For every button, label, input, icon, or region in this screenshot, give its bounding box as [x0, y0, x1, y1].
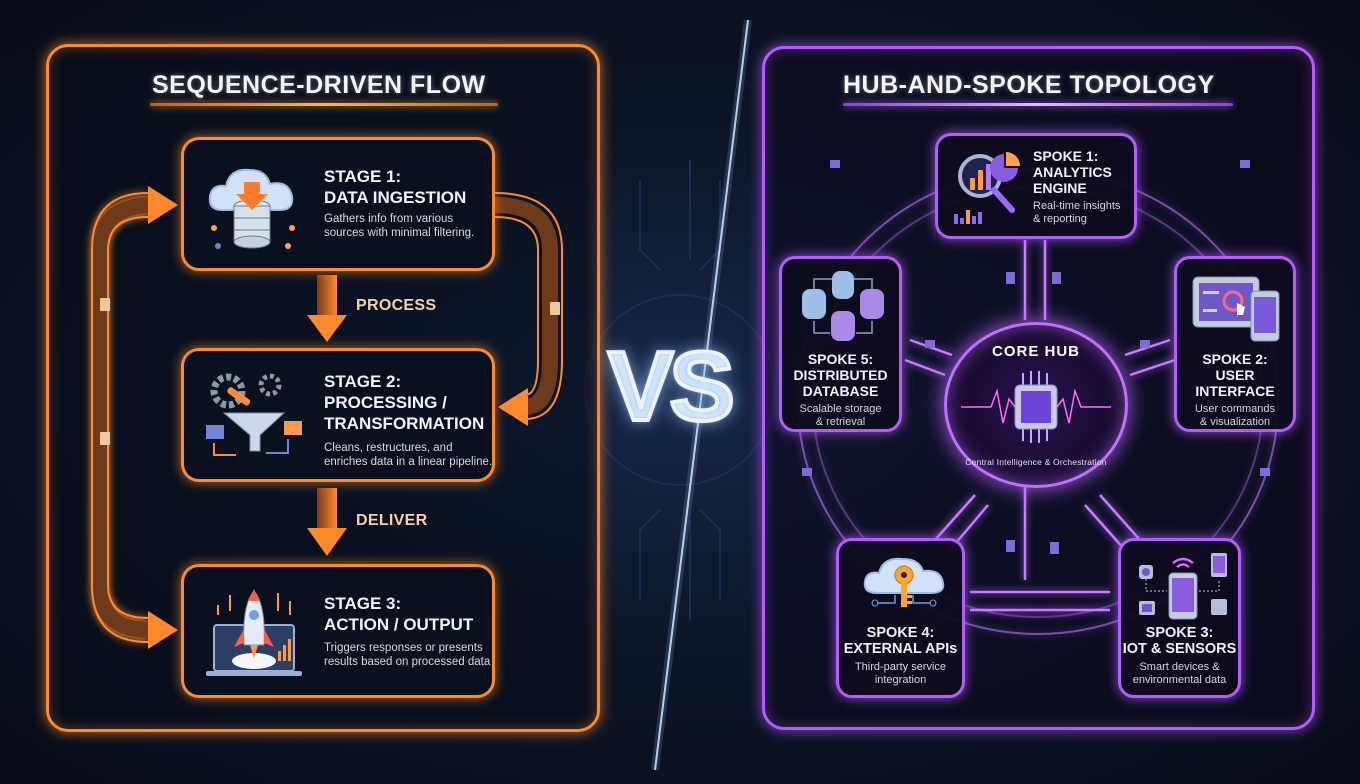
cloud-key-icon: [863, 557, 945, 607]
spoke-description: Third-party service: [854, 661, 947, 673]
spoke-heading: ENGINE: [1033, 180, 1087, 196]
spoke-description: Scalable storage: [799, 403, 882, 415]
spoke-description: integration: [874, 674, 927, 686]
spoke-heading: USER: [1215, 367, 1255, 383]
arrow-head-to-stage2: [498, 388, 528, 426]
spoke-heading: DISTRIBUTED: [793, 367, 888, 383]
hub-spoke-title: HUB-AND-SPOKE TOPOLOGY: [843, 71, 1215, 99]
cloud-database-download-icon: [208, 168, 295, 249]
stage-description: Cleans, restructures, and enriches data …: [324, 442, 493, 468]
spoke-heading: SPOKE 3:: [1145, 625, 1214, 641]
process-down-arrow: [307, 275, 347, 342]
analytics-magnifier-icon: [954, 152, 1020, 224]
stage-3-card[interactable]: STAGE 3: ACTION / OUTPUT Triggers respons…: [181, 564, 495, 698]
document-icon: [100, 298, 560, 445]
rocket-laptop-icon: [206, 589, 302, 676]
spoke-description: & visualization: [1199, 416, 1271, 428]
spoke-heading: SPOKE 5:: [807, 351, 874, 367]
core-hub[interactable]: CORE HUB Central Intelligence & Orchestr…: [944, 322, 1128, 488]
spoke-1-card[interactable]: SPOKE 1: ANALYTICS ENGINE Real-time insi…: [935, 133, 1137, 239]
vs-slash: [654, 19, 749, 771]
stage-heading: ACTION / OUTPUT: [324, 615, 474, 634]
left-loop-arrow: [91, 192, 156, 643]
stage-description: Gathers info from various sources with m…: [324, 213, 475, 239]
deliver-down-arrow: [307, 488, 347, 556]
spoke-description: & reporting: [1033, 213, 1087, 225]
right-loop-arrow: [494, 192, 563, 420]
hub-subtitle: Central Intelligence & Orchestration: [965, 457, 1107, 467]
spoke-description: Smart devices &: [1139, 661, 1220, 673]
stage-heading: STAGE 1:: [324, 167, 402, 186]
spoke-heading: ANALYTICS: [1033, 164, 1112, 180]
stage-description: Triggers responses or presents results b…: [324, 642, 491, 668]
spoke-2-card[interactable]: SPOKE 2: USER INTERFACE User commands & …: [1174, 256, 1296, 432]
spoke-heading: SPOKE 4:: [866, 625, 935, 641]
spoke-5-card[interactable]: SPOKE 5: DISTRIBUTED DATABASE Scalable s…: [779, 256, 902, 432]
deliver-label: DELIVER: [356, 512, 428, 529]
spoke-heading: DATABASE: [802, 383, 879, 399]
processor-chip-icon: [961, 371, 1111, 443]
sequence-flow-title: SEQUENCE-DRIVEN FLOW: [152, 71, 486, 99]
spoke-heading: EXTERNAL APIs: [843, 641, 958, 657]
spoke-description: Real-time insights: [1033, 200, 1121, 212]
spoke-description: environmental data: [1132, 674, 1227, 686]
stage-heading: PROCESSING /: [324, 393, 447, 412]
spoke-heading: SPOKE 2:: [1202, 351, 1268, 367]
process-label: PROCESS: [356, 297, 437, 314]
stage-heading: STAGE 3:: [324, 594, 402, 613]
gears-funnel-icon: [206, 373, 302, 456]
arrow-head-to-stage3: [148, 611, 178, 649]
stage-heading: DATA INGESTION: [324, 188, 467, 207]
stage-heading: TRANSFORMATION: [324, 414, 485, 433]
data-packet-icon: [802, 160, 1270, 554]
touch-devices-icon: [1192, 276, 1280, 342]
spoke-heading: IOT & SENSORS: [1122, 641, 1237, 657]
distributed-database-icon: [802, 271, 884, 341]
spoke-heading: SPOKE 1:: [1033, 148, 1099, 164]
stage-2-card[interactable]: STAGE 2: PROCESSING / TRANSFORMATION Clean…: [181, 348, 495, 482]
spoke-4-card[interactable]: SPOKE 4: EXTERNAL APIs Third-party servi…: [836, 538, 965, 698]
flow-arrows: [91, 186, 563, 649]
spoke-description: & retrieval: [815, 416, 866, 428]
iot-devices-icon: [1139, 553, 1227, 620]
stage-heading: STAGE 2:: [324, 372, 402, 391]
spoke-3-card[interactable]: SPOKE 3: IOT & SENSORS Smart devices & e…: [1118, 538, 1241, 698]
spoke-heading: INTERFACE: [1195, 383, 1275, 399]
hub-title: CORE HUB: [991, 343, 1080, 360]
stage-1-card[interactable]: STAGE 1: DATA INGESTION Gathers info from…: [181, 137, 495, 271]
arrow-head-to-stage1: [148, 186, 178, 224]
vs-label: VS: [606, 329, 737, 443]
spoke-description: User commands: [1194, 403, 1276, 415]
title-underline: [843, 103, 1233, 106]
title-underline: [150, 103, 498, 106]
